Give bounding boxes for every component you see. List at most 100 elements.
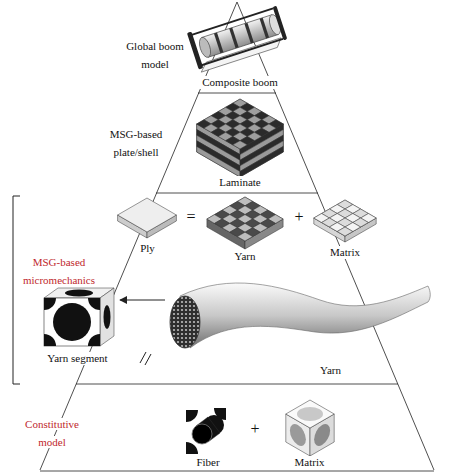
laminate-side <box>240 124 283 177</box>
image-caption: Ply <box>138 242 157 255</box>
matrix-hole <box>314 420 330 449</box>
image-caption: Matrix <box>293 456 327 469</box>
segment-fibers <box>44 298 100 346</box>
fiber-section <box>44 298 56 310</box>
matrix-illustration <box>314 200 376 242</box>
weave-top <box>207 197 283 241</box>
equivalence-mark <box>140 352 151 365</box>
caption-row: Ply <box>115 238 180 256</box>
fiber-section <box>104 305 111 329</box>
pyramid-side <box>237 2 434 470</box>
caption-row: Composite boom <box>180 72 300 90</box>
boom-end <box>197 36 213 59</box>
weave-tile <box>237 232 252 241</box>
boom-illustration <box>187 4 289 72</box>
caption-row: Yarn <box>200 246 290 264</box>
fiber-quarter <box>186 442 198 454</box>
image-panel: Laminate <box>190 96 290 190</box>
label-slot: + <box>245 420 265 438</box>
yarn-tube <box>180 283 430 348</box>
yarn-section <box>170 296 200 348</box>
caption-row: Matrix <box>310 242 380 260</box>
boom-frame <box>191 8 283 65</box>
laminate-illustration <box>197 99 284 177</box>
caption-row: Matrix <box>272 452 347 470</box>
image-caption: Yarn segment <box>45 352 109 365</box>
operator-sign: + <box>248 420 261 437</box>
image-panel: Yarn <box>165 282 430 378</box>
label-slot: MSG-based plate/shell <box>101 124 171 160</box>
level-label: Global boom model <box>124 40 186 70</box>
image-panel: Matrix <box>310 196 380 260</box>
label-slot: Global boom model <box>123 36 187 72</box>
level-label: MSG-based plate/shell <box>108 128 165 158</box>
fiber-quarter <box>186 410 198 422</box>
ply-layer <box>197 146 240 177</box>
level-line <box>40 471 434 472</box>
laminate-side <box>197 124 240 177</box>
image-panel: Ply <box>115 194 180 256</box>
pyramid-frame <box>40 2 434 471</box>
image-caption: Yarn <box>318 364 343 377</box>
segment-side <box>100 288 114 346</box>
segment-illustration <box>32 286 114 358</box>
boom-band <box>229 28 238 49</box>
image-panel: Matrix <box>272 398 347 470</box>
image-panel: Yarn segment <box>35 282 120 366</box>
fiber-section <box>65 290 93 297</box>
image-caption: Fiber <box>194 456 221 469</box>
weave-side <box>207 219 245 249</box>
matrix-top <box>314 200 376 236</box>
matrix-cell-illustration <box>286 400 334 456</box>
image-panel: Fiber <box>178 400 238 470</box>
image-caption: Laminate <box>217 176 263 189</box>
image-panel: Composite boom <box>180 0 300 90</box>
boom-band <box>214 33 223 54</box>
ply-illustration <box>118 198 177 238</box>
fiber-section <box>53 303 91 341</box>
ply-layer <box>240 146 283 177</box>
weave-illustration <box>207 197 283 249</box>
image-caption: Yarn <box>233 250 258 263</box>
caption-row: Laminate <box>190 172 290 190</box>
scale-label: Constitutive model <box>23 418 81 448</box>
fiber-section <box>44 334 56 346</box>
weave-tile <box>233 141 247 149</box>
matrix-hole <box>290 420 306 449</box>
label-slot: + <box>289 208 309 226</box>
weave-side <box>245 219 283 249</box>
matrix-cell-top <box>286 400 334 428</box>
pyramid-side <box>40 2 237 470</box>
label-slot: Constitutive model <box>16 414 88 450</box>
boom-body <box>202 15 278 58</box>
weave-tile <box>337 227 353 236</box>
image-caption: Matrix <box>328 246 362 259</box>
image-panel: Yarn <box>200 194 290 264</box>
boom-band <box>244 23 253 44</box>
caption-row: Yarn <box>165 360 430 378</box>
boom-frame <box>187 32 203 70</box>
operator-sign: = <box>184 208 197 225</box>
yarn-illustration <box>170 283 430 348</box>
label-slot: = <box>181 208 201 226</box>
ply-top <box>118 198 177 232</box>
scale-arrow <box>120 300 165 301</box>
level-line <box>198 93 276 94</box>
boom-band <box>260 18 269 39</box>
fiber-section <box>88 298 100 310</box>
boom-frame <box>273 6 288 41</box>
matrix-hole <box>297 407 323 421</box>
scale-label: MSG-based micromechanics <box>21 256 97 286</box>
caption-row: Yarn segment <box>35 348 120 366</box>
fiber-face <box>192 424 212 444</box>
operator-sign: + <box>292 208 305 225</box>
level-line <box>156 193 318 194</box>
image-caption: Composite boom <box>200 76 279 89</box>
level-line <box>76 384 398 385</box>
scale-bracket <box>13 196 20 384</box>
fiber-section <box>88 334 100 346</box>
